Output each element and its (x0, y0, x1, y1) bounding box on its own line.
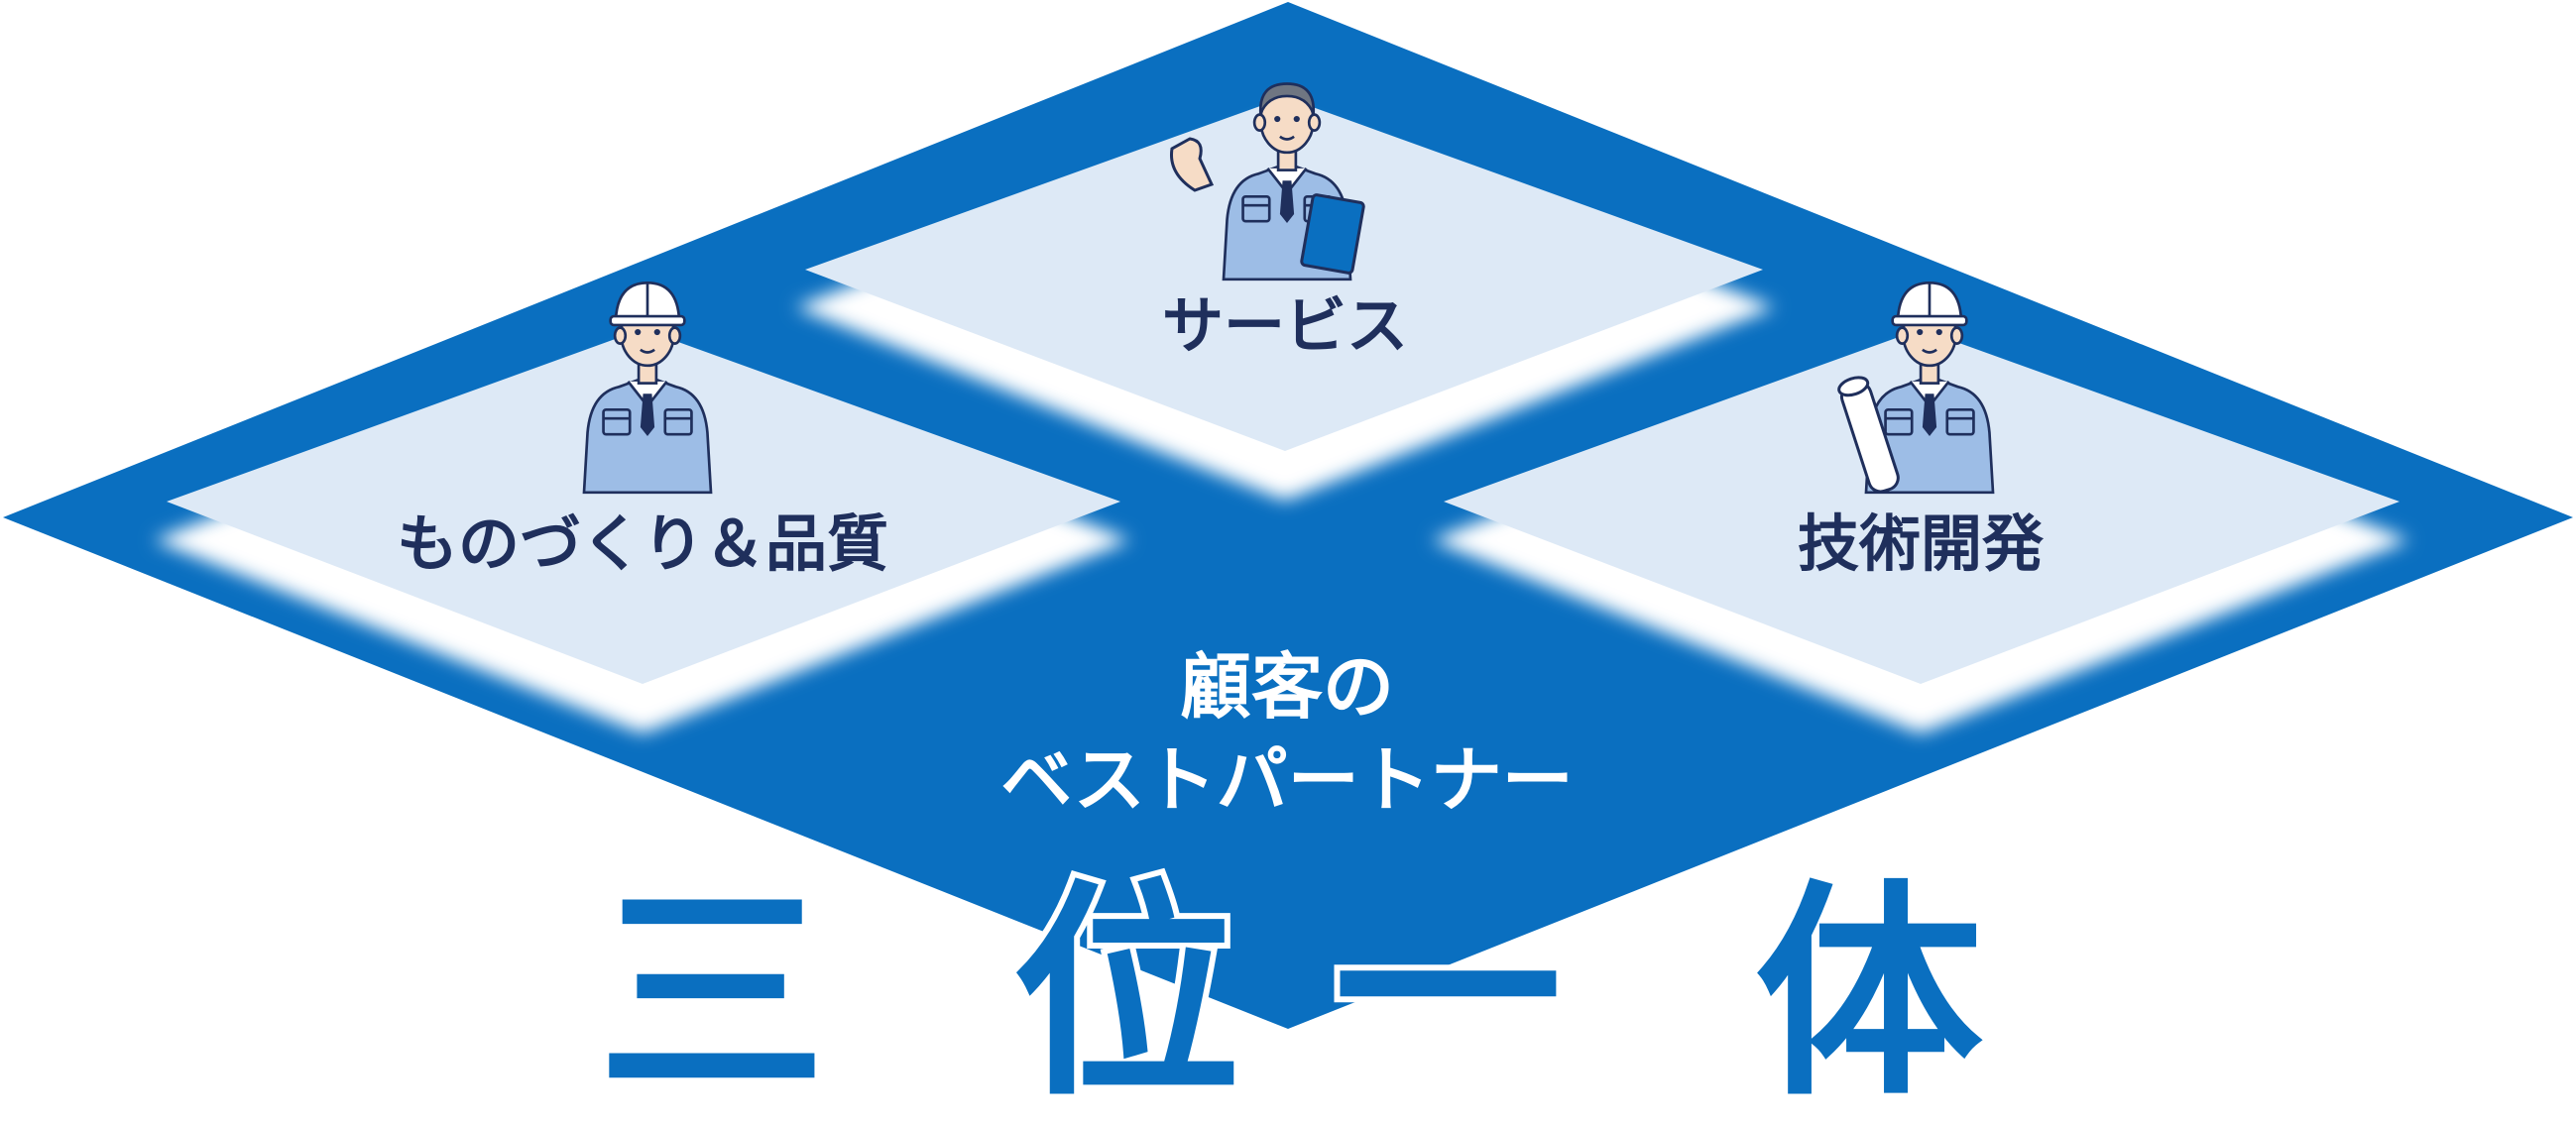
title-char-1: 三 (598, 862, 826, 1125)
panel-left-label: ものづくり＆品質 (397, 507, 888, 580)
panel-right-label: 技術開発 (1798, 507, 2045, 580)
worker-clipboard-icon (1169, 82, 1365, 281)
title-char-2: 位 (1012, 862, 1240, 1125)
center-line-1: 顧客の (1180, 645, 1394, 729)
center-line-2: ベストパートナー (1000, 738, 1573, 822)
title-char-3: 一 (1334, 862, 1562, 1125)
panel-left (167, 329, 1120, 684)
title-char-4: 体 (1755, 862, 1983, 1125)
background-diamond (3, 2, 2573, 1029)
panel-top-label: サービス (1162, 289, 1408, 362)
worker-blueprint-icon (1837, 281, 1995, 495)
panel-right (1444, 329, 2400, 684)
